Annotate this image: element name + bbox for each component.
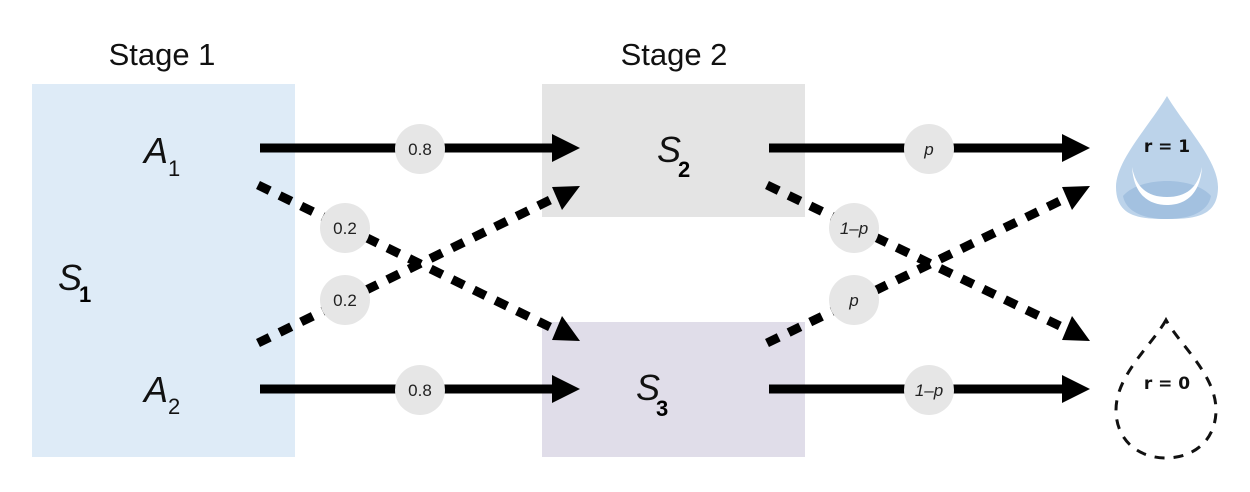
arrowhead-s2-to-r0 bbox=[1062, 316, 1090, 341]
stage-2-title: Stage 2 bbox=[621, 37, 728, 72]
prob-label: 0.8 bbox=[408, 140, 432, 159]
state-s1-subscript: 1 bbox=[79, 282, 91, 307]
prob-badge-a1-s3: 0.2 bbox=[320, 203, 370, 253]
arrow-a2-to-s2 bbox=[256, 195, 552, 348]
prob-badge-a2-s2: 0.2 bbox=[320, 275, 370, 325]
prob-label: p bbox=[848, 291, 858, 310]
arrowhead-s2-to-r1 bbox=[1062, 134, 1090, 162]
prob-label: 1–p bbox=[915, 381, 943, 400]
state-s3-box bbox=[542, 322, 805, 457]
prob-badge-bg bbox=[395, 365, 445, 415]
prob-badge-a1-s2: 0.8 bbox=[395, 124, 445, 174]
prob-badge-bg bbox=[829, 203, 879, 253]
prob-label: 0.2 bbox=[333, 219, 357, 238]
state-s3-subscript: 3 bbox=[656, 396, 668, 421]
state-s2-letter: S bbox=[657, 129, 681, 170]
reward-0-drop: r = 0 bbox=[1114, 316, 1218, 460]
arrowhead-a2-to-s2 bbox=[552, 186, 580, 210]
arrowhead-a1-to-s3 bbox=[552, 316, 580, 341]
prob-badge-bg bbox=[395, 124, 445, 174]
state-s2-subscript: 2 bbox=[678, 157, 690, 182]
state-s2-label: S 2 bbox=[657, 129, 690, 182]
prob-badge-bg bbox=[904, 124, 954, 174]
prob-badge-bg bbox=[320, 203, 370, 253]
arrow-s3-to-r1 bbox=[765, 195, 1064, 348]
water-drop-highlight bbox=[1132, 167, 1202, 205]
reward-0-label: r = 0 bbox=[1144, 374, 1190, 394]
stage-1-title: Stage 1 bbox=[109, 37, 216, 72]
prob-badge-s2-r0: 1–p bbox=[829, 203, 879, 253]
arrowhead-s3-to-r1 bbox=[1062, 186, 1090, 210]
reward-1-drop: r = 1 bbox=[1116, 96, 1218, 219]
state-s2-box bbox=[542, 84, 805, 217]
arrow-a1-to-s3 bbox=[256, 180, 552, 332]
arrowhead-a1-to-s2 bbox=[552, 134, 580, 162]
prob-label: 0.8 bbox=[408, 381, 432, 400]
state-s1-box bbox=[32, 84, 295, 457]
state-s1-label: S 1 bbox=[58, 257, 91, 307]
prob-label: p bbox=[923, 140, 933, 159]
prob-badge-bg bbox=[904, 365, 954, 415]
state-s3-label: S 3 bbox=[636, 367, 668, 421]
prob-badge-s2-r1: p bbox=[904, 124, 954, 174]
arrow-s2-to-r0 bbox=[765, 180, 1064, 332]
reward-1-label: r = 1 bbox=[1144, 137, 1190, 157]
action-a1-subscript: 1 bbox=[168, 156, 180, 181]
state-s1-letter: S bbox=[58, 257, 82, 298]
prob-label: 0.2 bbox=[333, 291, 357, 310]
prob-badge-bg bbox=[320, 275, 370, 325]
arrowhead-a2-to-s3 bbox=[552, 375, 580, 403]
action-a2-letter: A bbox=[142, 369, 168, 410]
prob-badge-s3-r1: p bbox=[829, 275, 879, 325]
action-a1-letter: A bbox=[142, 130, 168, 171]
prob-badge-s3-r0: 1–p bbox=[904, 365, 954, 415]
action-a2-label: A 2 bbox=[142, 369, 180, 419]
prob-badge-bg bbox=[829, 275, 879, 325]
arrowhead-s3-to-r0 bbox=[1062, 375, 1090, 403]
prob-badge-a2-s3: 0.8 bbox=[395, 365, 445, 415]
action-a2-subscript: 2 bbox=[168, 394, 180, 419]
action-a1-label: A 1 bbox=[142, 130, 180, 181]
state-s3-letter: S bbox=[636, 367, 660, 408]
prob-label: 1–p bbox=[840, 219, 868, 238]
